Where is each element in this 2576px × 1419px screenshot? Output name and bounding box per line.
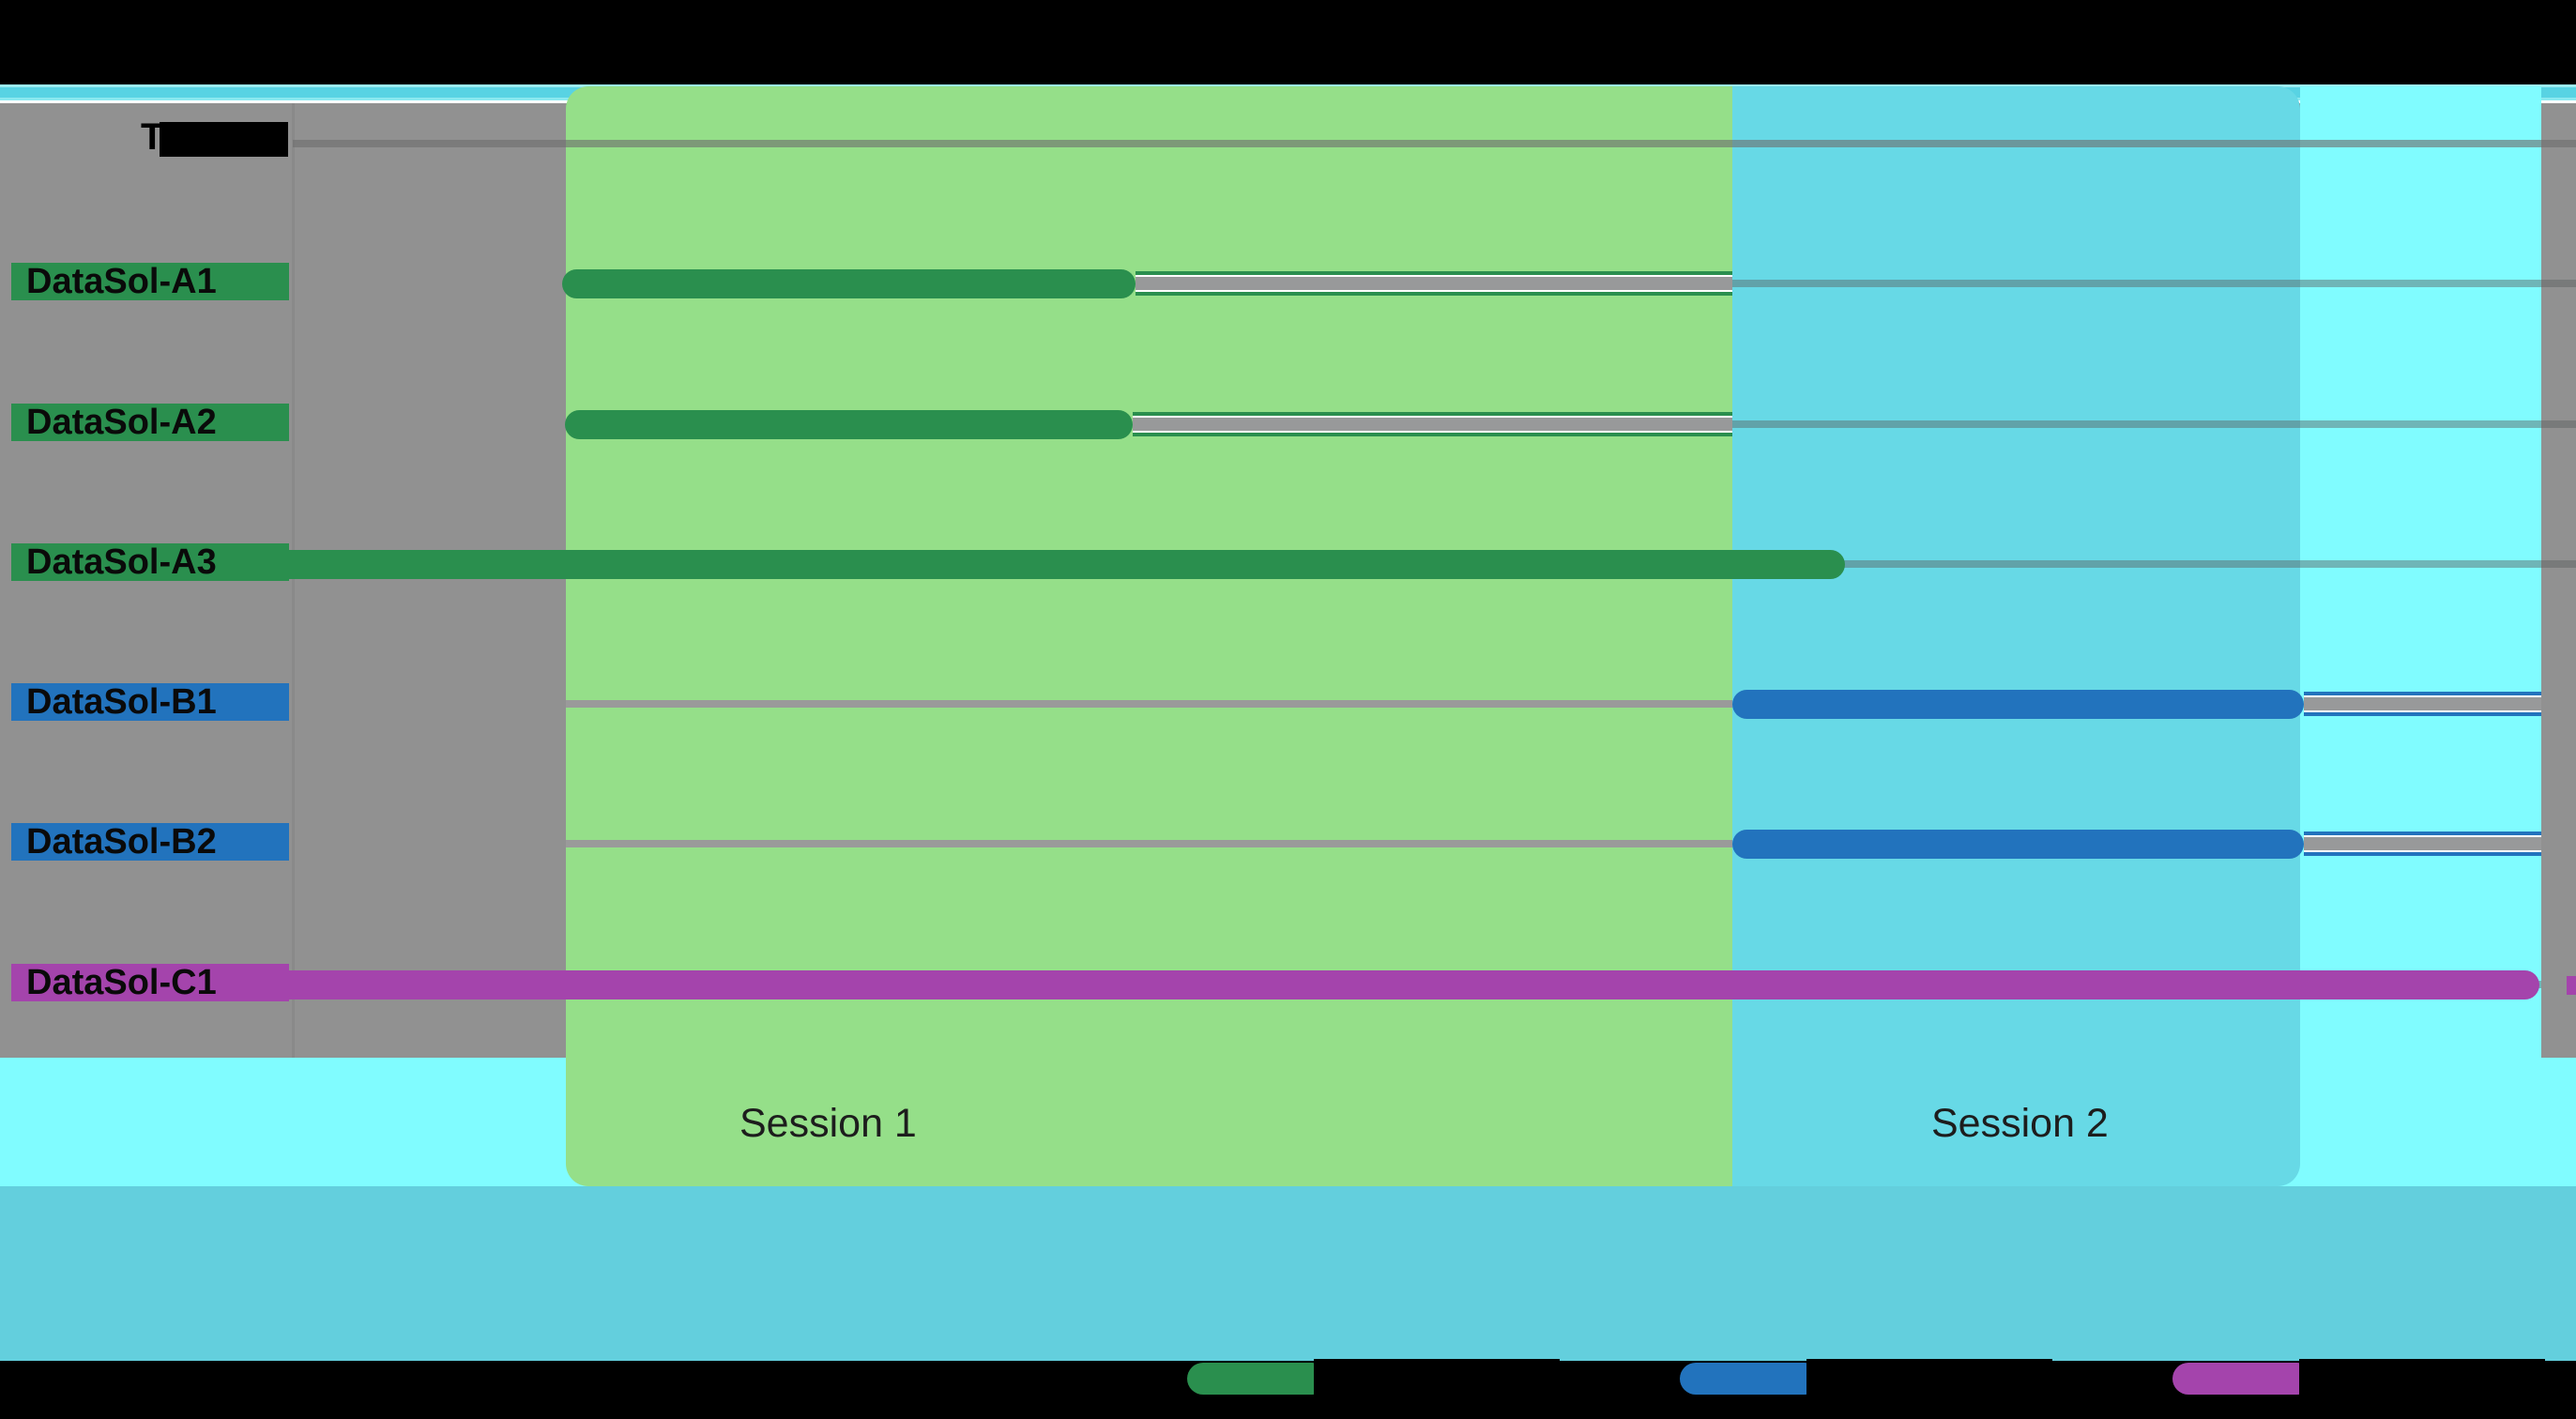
legend-swatch-green[interactable]	[1187, 1363, 1328, 1395]
task-bar-c1-edge-marker	[2567, 976, 2576, 995]
task-label-b1: DataSol-B1	[11, 683, 289, 721]
task-bar-a3[interactable]	[239, 550, 1845, 579]
task-label-b2: DataSol-B2	[11, 823, 289, 861]
legend-swatch-purple[interactable]	[2172, 1363, 2313, 1395]
row-track	[293, 140, 2576, 147]
task-bar-b2[interactable]	[1732, 830, 2304, 859]
task-remainder-a2	[1133, 412, 1732, 436]
task-remainder-b1	[2304, 692, 2541, 716]
session-1-label: Session 1	[739, 1101, 917, 1146]
task-bar-a1[interactable]	[562, 269, 1136, 298]
session-2-band	[1732, 86, 2300, 1186]
task-column-header-redaction	[160, 122, 288, 157]
session-2-label: Session 2	[1931, 1101, 2109, 1146]
footer-band	[0, 1186, 2576, 1361]
y-axis-line	[292, 103, 295, 1058]
row-track	[1732, 280, 2576, 287]
task-label-a3: DataSol-A3	[11, 543, 289, 581]
legend-swatch-blue[interactable]	[1680, 1363, 1821, 1395]
row-track	[566, 840, 1732, 847]
task-label-a2: DataSol-A2	[11, 404, 289, 441]
post-session-band	[2300, 86, 2541, 1186]
task-bar-b1[interactable]	[1732, 690, 2304, 719]
row-track	[566, 700, 1732, 708]
legend-label-redacted	[1806, 1359, 2052, 1398]
task-bar-c1[interactable]	[239, 970, 2539, 999]
task-remainder-b2	[2304, 832, 2541, 856]
task-bar-a2[interactable]	[565, 410, 1133, 439]
task-label-c1: DataSol-C1	[11, 964, 289, 1001]
legend-label-redacted	[1314, 1359, 1560, 1398]
task-label-a1: DataSol-A1	[11, 263, 289, 300]
session-1-band	[566, 86, 1732, 1186]
task-remainder-a1	[1136, 271, 1732, 296]
legend-label-redacted	[2299, 1359, 2545, 1398]
row-track	[1732, 420, 2576, 428]
